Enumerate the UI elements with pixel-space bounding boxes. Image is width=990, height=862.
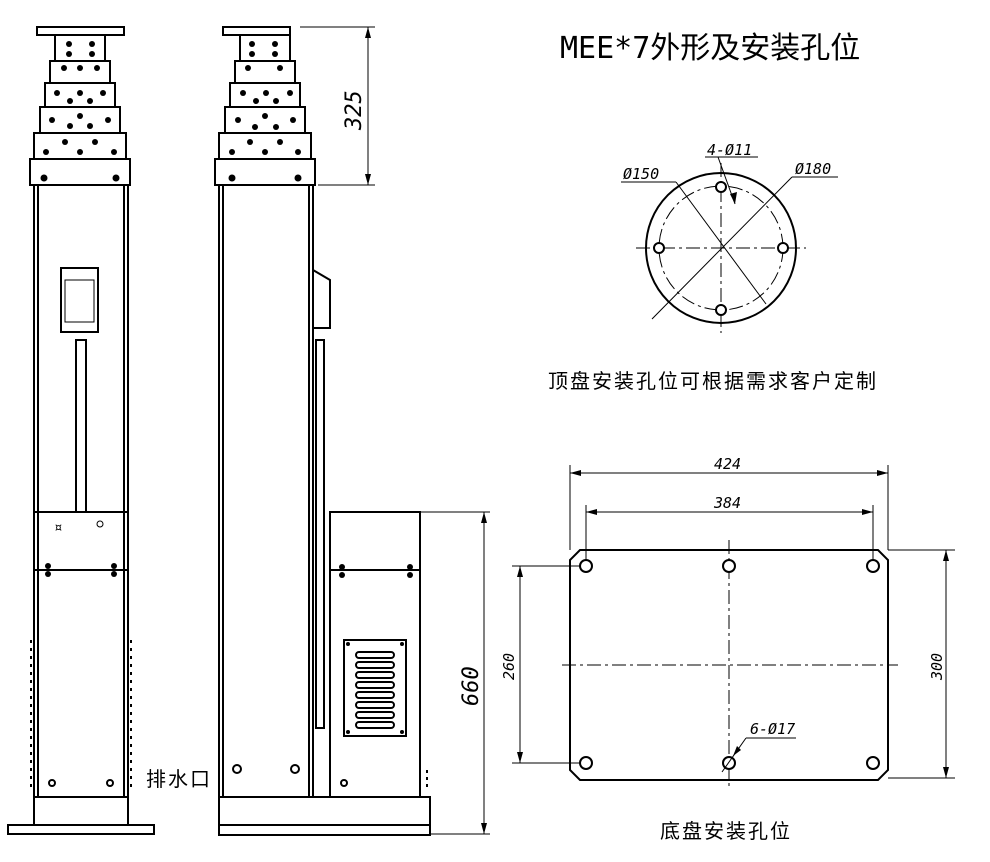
top-plate-note: 顶盘安装孔位可根据需求客户定制 [548,369,878,393]
base-height-inner-dim: 260 [500,653,518,680]
drain-label: 排水口 [146,767,212,791]
top-holes-dim: 4-Ø11 [707,141,752,159]
base-height-outer-dim: 300 [928,653,946,681]
box-height-dim: 660 [459,666,484,706]
drawing-title: MEE*7外形及安装孔位 [560,31,860,66]
base-width-outer-dim: 424 [714,455,741,473]
side-view [214,26,490,836]
front-view: ¤ [7,26,155,835]
top-outer-diameter-dim: Ø180 [795,160,831,178]
top-plate-view [621,156,838,333]
base-holes-dim: 6-Ø17 [750,720,795,738]
base-plate-caption: 底盘安装孔位 [660,819,792,843]
svg-text:¤: ¤ [54,520,62,536]
base-width-inner-dim: 384 [713,494,741,512]
top-section-dim: 325 [342,90,367,131]
base-plate-view [512,465,955,790]
top-inner-diameter-dim: Ø150 [623,165,659,183]
